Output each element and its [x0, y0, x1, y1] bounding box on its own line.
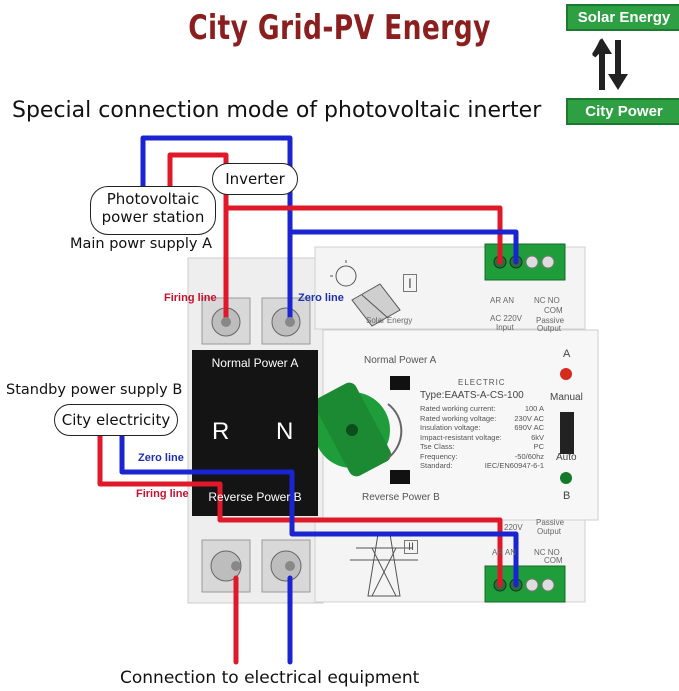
spec-value: IEC/EN60947-6-1: [484, 461, 544, 470]
manual-label: Manual: [550, 392, 583, 403]
page-title: City Grid-PV Energy: [188, 8, 491, 48]
standby-supply-label: Standby power supply B: [6, 382, 183, 398]
spec-key: Insulation voltage:: [420, 423, 481, 432]
top-output: Output: [537, 324, 562, 333]
solar-energy-small: Solar Energy: [366, 316, 413, 325]
bottom-output: Output: [537, 527, 562, 536]
normal-power-label: Normal Power A: [364, 355, 437, 366]
top-ac-220: AC 220V: [490, 314, 523, 323]
pv-firing-wire: [167, 152, 229, 325]
spec-row: Tse Class: PC: [420, 442, 544, 452]
zero-line-bottom-label: Zero line: [138, 452, 184, 464]
spec-value: 230V AC: [514, 413, 544, 423]
firing-line-top-label: Firing line: [164, 292, 217, 304]
auto-label: Auto: [556, 452, 577, 463]
spec-key: Rated working current:: [420, 404, 496, 413]
black-label-panel: [192, 350, 318, 516]
reverse-power-panel-label: Reverse Power B: [208, 490, 302, 504]
bottom-nc-no: NC NO: [534, 548, 560, 557]
spec-row: Rated working voltage: 230V AC: [420, 414, 544, 424]
top-passive: Passive: [536, 316, 565, 325]
spec-key: Frequency:: [420, 451, 458, 461]
pv-station-callout: Photovoltaic power station: [90, 186, 216, 235]
n-letter: N: [276, 418, 294, 445]
solar-panel-icon: [330, 260, 401, 327]
main-supply-label: Main powr supply A: [70, 236, 213, 252]
city-power-badge: City Power: [566, 98, 679, 125]
bottom-com: COM: [544, 556, 563, 565]
solar-energy-badge: Solar Energy: [566, 4, 679, 31]
city-electricity-callout: City electricity: [54, 404, 178, 436]
top-ar-an: AR AN: [490, 296, 515, 305]
reverse-power-label: Reverse Power B: [362, 492, 440, 503]
spec-row: Standard: IEC/EN60947-6-1: [420, 461, 544, 471]
city-firing-wire: [97, 432, 503, 588]
spec-row: Impact-resistant voltage: 6kV: [420, 433, 544, 443]
zero-line-top-label: Zero line: [298, 292, 344, 304]
firing-line-bottom-label: Firing line: [136, 488, 189, 500]
spec-key: Rated working voltage:: [420, 413, 497, 423]
connection-label: Connection to electrical equipment: [120, 668, 420, 688]
top-input: Input: [496, 323, 514, 332]
spec-key: Tse Class:: [420, 442, 455, 451]
inverter-callout: Inverter: [212, 163, 298, 195]
spec-key: Impact-resistant voltage:: [420, 432, 502, 442]
city-zero-wire: [119, 434, 519, 588]
spec-row: Rated working current: 100 A: [420, 404, 544, 414]
spec-key: Standard:: [420, 461, 453, 470]
top-firing-to-module: [223, 205, 503, 265]
bottom-ac-220: 220V: [504, 523, 523, 532]
exchange-arrows-icon: [592, 38, 628, 90]
r-letter: R: [212, 418, 230, 445]
spec-value: -50/60hz: [514, 451, 544, 461]
type-label: Type:EAATS-A-CS-100: [420, 390, 524, 401]
spec-value: 690V AC: [514, 423, 544, 432]
bottom-ar-an: AR AN: [492, 548, 517, 557]
module-roman-two: II: [404, 540, 419, 554]
bottom-passive: Passive: [536, 518, 565, 527]
normal-power-panel-label: Normal Power A: [211, 356, 299, 370]
spec-value: 100 A: [524, 404, 544, 413]
spec-row: Insulation voltage: 690V AC: [420, 423, 544, 433]
subtitle: Special connection mode of photovoltaic …: [12, 98, 542, 123]
spec-value: 6kV: [531, 432, 544, 442]
top-nc-no: NC NO: [534, 296, 560, 305]
indicator-a-label: A: [563, 348, 571, 360]
top-com: COM: [544, 306, 563, 315]
top-zero-to-module: [287, 229, 519, 265]
spec-value: PC: [533, 442, 544, 451]
indicator-b-label: B: [563, 490, 571, 502]
module-roman-one: I: [403, 274, 417, 292]
brand-label: ELECTRIC: [458, 378, 506, 387]
spec-row: Frequency: -50/60hz: [420, 452, 544, 462]
